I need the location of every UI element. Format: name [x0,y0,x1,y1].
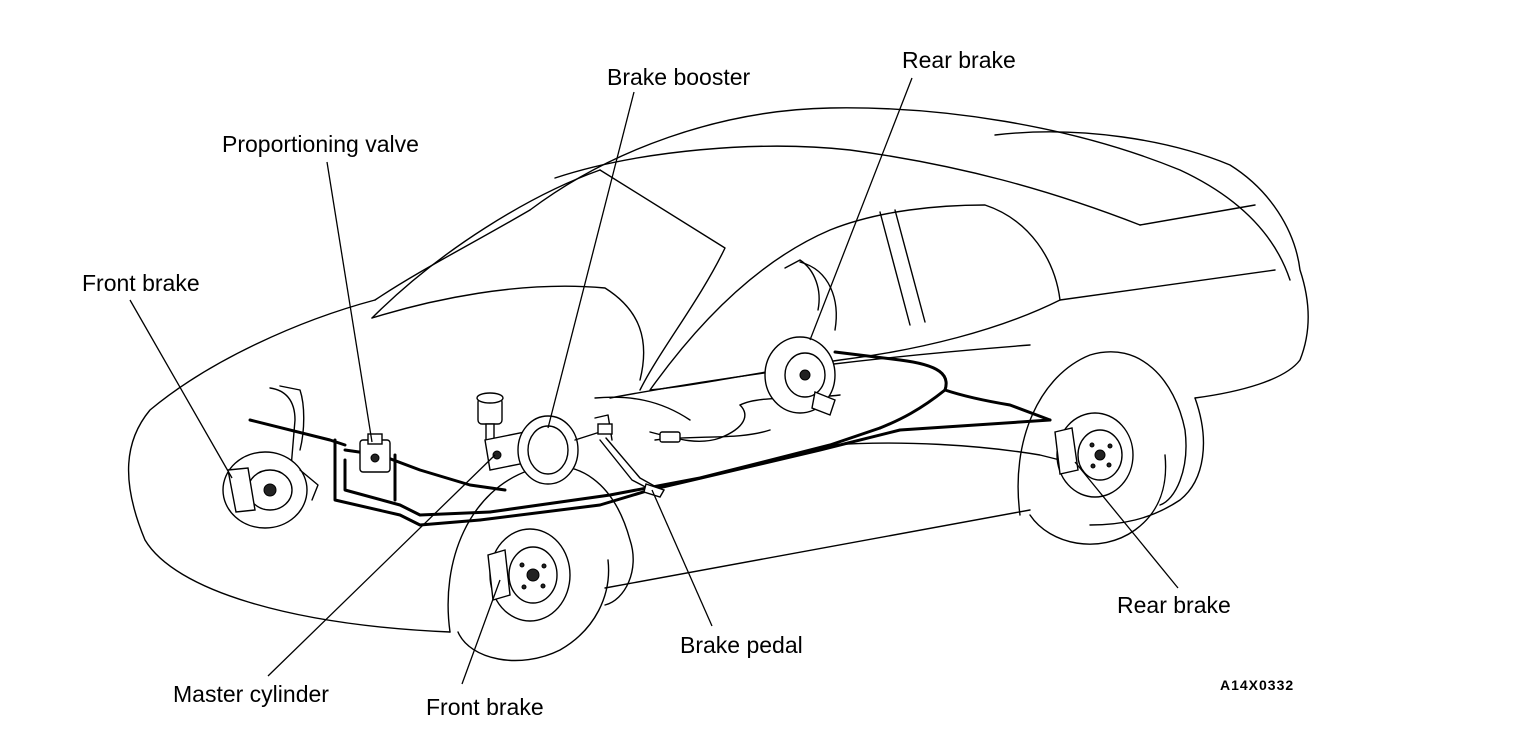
rear-brake-right-assembly [1054,412,1134,498]
brake-lines [248,350,1061,527]
leader-proportioning-valve [326,161,373,443]
proportioning-valve-assembly [359,433,391,473]
label-brake-pedal: Brake pedal [680,632,803,658]
leader-lines [129,77,1179,685]
leader-rear-brake-right [1074,461,1179,589]
label-front-brake-left: Front brake [82,270,200,296]
leader-brake-pedal [651,489,713,627]
parking-brake-cable [649,404,746,443]
car-body-outline [127,107,1309,662]
label-brake-booster: Brake booster [607,64,751,90]
label-master-cylinder: Master cylinder [173,681,329,707]
leader-master-cylinder [267,454,496,677]
label-proportioning-valve: Proportioning valve [222,131,419,157]
front-brake-bottom-assembly [487,528,571,622]
label-rear-brake-top: Rear brake [902,47,1016,73]
leader-rear-brake-top [809,77,913,341]
brake-booster-assembly [517,415,601,485]
brake-pedal-assembly [594,414,666,498]
figure-code: A14X0332 [1220,677,1295,693]
label-rear-brake-right: Rear brake [1117,592,1231,618]
rear-brake-top-assembly [764,259,837,416]
leader-brake-booster [547,91,635,429]
front-brake-left-assembly [222,385,319,529]
leader-front-brake-left [129,299,233,479]
leader-front-brake-bottom [461,579,501,685]
label-front-brake-bottom: Front brake [426,694,544,720]
